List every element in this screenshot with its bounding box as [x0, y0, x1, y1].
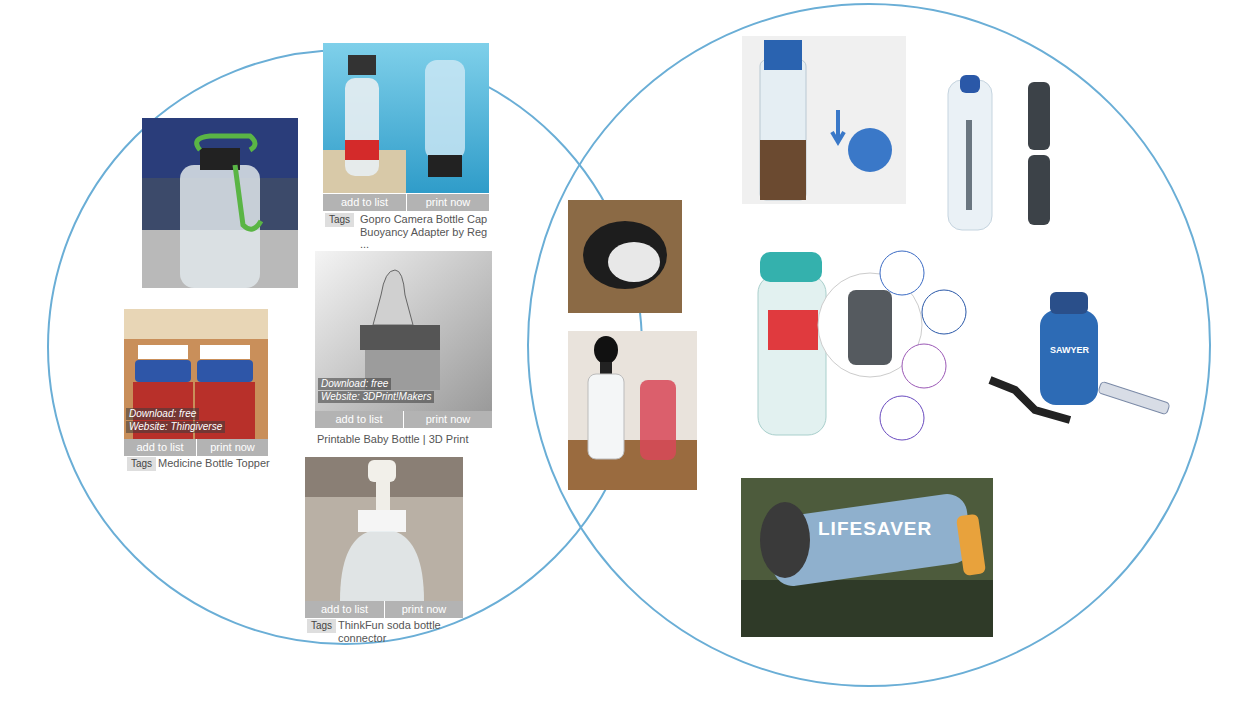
gopro-photo: [323, 43, 489, 193]
cap-photo: [568, 200, 682, 313]
lifesaver-photo: [741, 478, 993, 637]
clip-photo: [142, 118, 298, 288]
button-label: print now: [197, 439, 268, 456]
card-title: Medicine Bottle Topper: [158, 457, 278, 470]
card-title: ThinkFun soda bottle connector: [338, 619, 468, 644]
tag-label: Tags: [127, 457, 156, 471]
baby-bottle-render: [315, 251, 492, 411]
brand-logo: SAWYER: [1050, 345, 1089, 355]
thinkfun-photo: [305, 457, 463, 601]
right-circle: [528, 4, 1210, 686]
button-label: print now: [404, 411, 492, 428]
button-label: print now: [407, 194, 489, 211]
overlay-note: Website: 3DPrint!Makers: [318, 391, 434, 403]
overlay-note: Download: free: [318, 378, 391, 390]
tag-label: Tags: [325, 213, 354, 227]
button-label: print now: [385, 601, 463, 618]
overlay-note: Website: Thingiverse: [126, 421, 225, 433]
bobble-bottle: [758, 251, 966, 440]
sawyer-bottle: [990, 292, 1170, 420]
button-label: add to list: [124, 439, 196, 456]
brand-logo: LIFESAVER: [818, 518, 932, 540]
tag-label: Tags: [307, 619, 336, 633]
pour-filter-photo: [742, 36, 906, 204]
bottles-photo: [568, 331, 697, 490]
card-title: Gopro Camera Bottle Cap Buoyancy Adapter…: [360, 213, 495, 251]
card-title: Printable Baby Bottle | 3D Print: [317, 433, 497, 446]
overlay-note: Download: free: [126, 408, 199, 420]
kor-bottles: [948, 75, 1050, 230]
button-label: add to list: [315, 411, 403, 428]
medicine-photo: [124, 309, 268, 439]
left-circle: [48, 50, 642, 644]
button-label: add to list: [305, 601, 384, 618]
button-label: add to list: [323, 194, 406, 211]
